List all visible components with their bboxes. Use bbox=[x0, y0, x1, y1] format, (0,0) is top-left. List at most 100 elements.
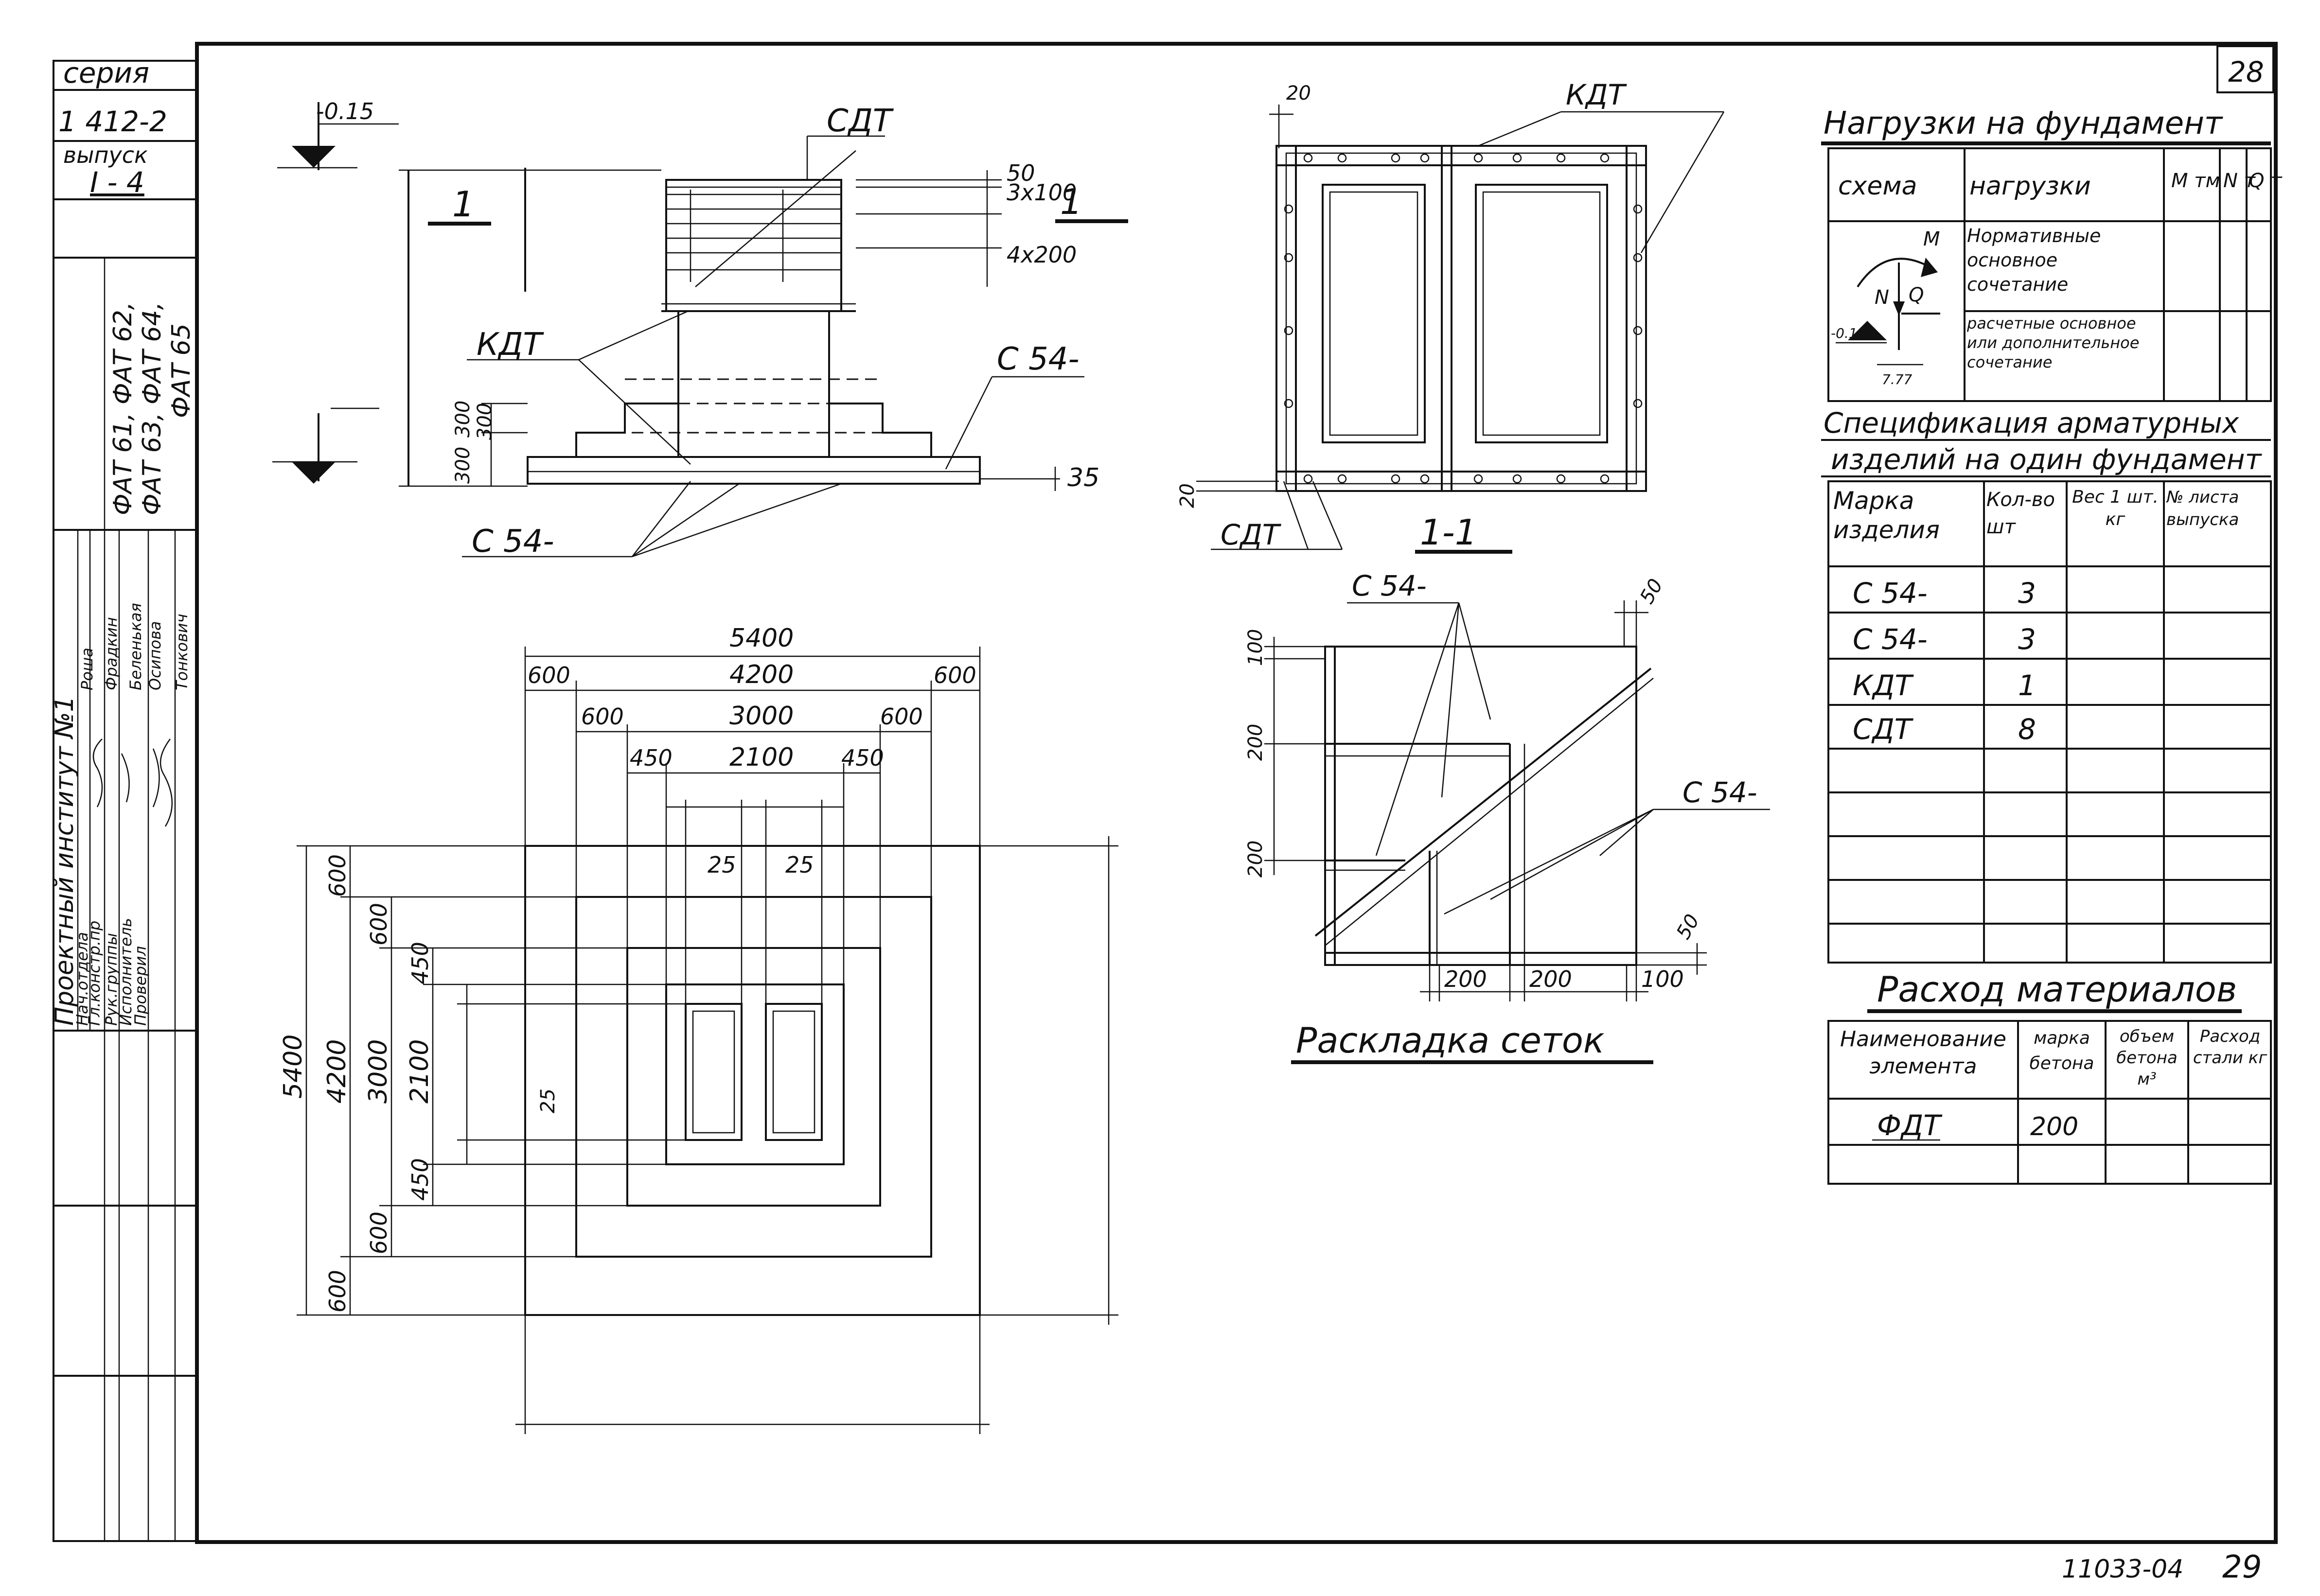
plan-dim-450-b: 450 bbox=[841, 745, 884, 771]
dim-300-b: 300 bbox=[452, 401, 474, 438]
materials-header-steel: Расход стали кг bbox=[2193, 1027, 2267, 1068]
loads-header-scheme: схема bbox=[1838, 172, 1917, 201]
materials-table: Расход материалов Наименование элемента … bbox=[1827, 969, 2272, 1185]
dim-300-a: 300 bbox=[452, 447, 474, 484]
mesh-dim-200-left-a: 200 bbox=[1244, 724, 1267, 761]
spec-header-weight: Вес 1 шт. кг bbox=[2072, 487, 2159, 529]
dim-300-c: 300 bbox=[474, 403, 496, 440]
spec-header-qty: Кол-во шт bbox=[1986, 489, 2055, 538]
plan-dim-left-600-b: 600 bbox=[366, 903, 392, 946]
load-scheme: M N Q -0.15 7.77 bbox=[1831, 228, 1940, 387]
plan-dim-2100: 2100 bbox=[729, 743, 794, 772]
loads-table: Нагрузки на фундамент схема нагрузки M т… bbox=[1821, 105, 2283, 402]
plan-dim-3000: 3000 bbox=[729, 702, 794, 731]
plan-dim-left-600-c: 600 bbox=[366, 1211, 392, 1254]
dim-20-top: 20 bbox=[1286, 82, 1311, 105]
loads-row-design: расчетные основное или дополнительное со… bbox=[1967, 314, 2140, 371]
marks-line-3: ФАТ 65 bbox=[167, 323, 196, 418]
foundation-elevation: -0.15 1 СДТ bbox=[272, 98, 1128, 560]
spec-row-3-mark: КДТ bbox=[1853, 669, 1914, 702]
plan-dim-left-2100: 2100 bbox=[405, 1039, 434, 1104]
role-5: Проверил bbox=[131, 946, 150, 1026]
spec-header-sheet: № листа выпуска bbox=[2166, 488, 2239, 529]
name-1: Роша bbox=[78, 648, 96, 690]
loads-header-n: N т bbox=[2223, 170, 2256, 192]
dim-50: 50 bbox=[1007, 160, 1035, 186]
plan-dim-450-a: 450 bbox=[630, 745, 673, 771]
mesh-dim-100-bottom: 100 bbox=[1641, 966, 1684, 992]
sheet-number-box: 28 bbox=[2216, 45, 2274, 93]
plan-dim-600-b: 600 bbox=[934, 662, 976, 688]
role-1: Нач.отдела bbox=[73, 932, 91, 1026]
spec-header-mark: Марка изделия bbox=[1833, 487, 1940, 544]
marks-line-2: ФАТ 63, ФАТ 64, bbox=[138, 302, 167, 515]
materials-header-volume: объем бетона м³ bbox=[2116, 1027, 2178, 1089]
mesh-dim-200-bottom-b: 200 bbox=[1529, 966, 1572, 992]
spec-row-1-qty: 3 bbox=[2018, 577, 2036, 610]
plan-dim-600-a: 600 bbox=[528, 662, 570, 688]
spec-row-2-mark: С 54- bbox=[1853, 623, 1928, 656]
plan-dim-left-600-d: 600 bbox=[324, 1270, 351, 1313]
plan-dim-4200: 4200 bbox=[729, 660, 794, 689]
plan-dim-25-a: 25 bbox=[708, 852, 736, 878]
materials-header-grade: марка бетона bbox=[2029, 1028, 2094, 1073]
spec-table: Спецификация арматурных изделий на один … bbox=[1821, 406, 2272, 964]
dim-35: 35 bbox=[1067, 463, 1099, 492]
loads-header-q: Q т bbox=[2249, 170, 2283, 192]
page-number: 29 bbox=[2222, 1549, 2262, 1585]
scheme-base: 7.77 bbox=[1882, 371, 1913, 387]
name-4: Осипова bbox=[146, 621, 164, 690]
materials-row-grade: 200 bbox=[2030, 1112, 2078, 1141]
materials-title: Расход материалов bbox=[1877, 969, 2237, 1010]
spec-title-1: Спецификация арматурных bbox=[1824, 406, 2239, 439]
label-kdt-section: КДТ bbox=[1566, 78, 1627, 111]
name-2: Фрадкин bbox=[102, 617, 121, 690]
mesh-dim-50-top: 50 bbox=[1636, 575, 1667, 608]
mesh-dim-50-right: 50 bbox=[1672, 911, 1704, 943]
label-c54-bottom: С 54- bbox=[472, 524, 554, 560]
mesh-dim-200-bottom-a: 200 bbox=[1444, 966, 1487, 992]
plan-dim-left-3000: 3000 bbox=[364, 1039, 393, 1104]
dim-4x200: 4x200 bbox=[1007, 242, 1077, 268]
level-mark: -0.15 bbox=[316, 98, 374, 124]
signatures bbox=[92, 738, 173, 827]
spec-title-2: изделий на один фундамент bbox=[1831, 443, 2263, 476]
institute-name: Проектный институт №1 bbox=[50, 696, 79, 1026]
label-sdt-section: СДТ bbox=[1221, 518, 1282, 551]
mesh-dim-200-left-b: 200 bbox=[1244, 841, 1267, 877]
loads-header-m: M тм bbox=[2171, 170, 2220, 192]
section-mark: 1 bbox=[452, 184, 475, 225]
plan-dim-left-25: 25 bbox=[537, 1088, 559, 1113]
materials-row-name: ФДТ bbox=[1877, 1109, 1943, 1142]
plan-dim-left-600-a: 600 bbox=[324, 854, 351, 897]
label-c54-mesh-top: С 54- bbox=[1352, 569, 1427, 602]
scheme-m: M bbox=[1923, 228, 1940, 250]
series-number: 1 412-2 bbox=[58, 105, 167, 138]
spec-row-2-qty: 3 bbox=[2018, 623, 2036, 656]
plan-dim-25-b: 25 bbox=[785, 852, 814, 878]
mesh-layout-title: Раскладка сеток bbox=[1296, 1020, 1604, 1061]
role-3: Рук.группы bbox=[102, 933, 121, 1026]
loads-row-normative: Нормативные основное сочетание bbox=[1967, 225, 2101, 295]
issue-number: I - 4 bbox=[90, 166, 144, 199]
label-c54-right: С 54- bbox=[997, 341, 1080, 377]
label-kdt: КДТ bbox=[477, 327, 544, 363]
role-2: Гл.констр.пр bbox=[85, 921, 104, 1026]
section-title: 1-1 bbox=[1420, 512, 1477, 553]
footer: 11033-04 29 bbox=[2062, 1549, 2262, 1585]
name-5: Тонкович bbox=[173, 614, 191, 690]
title-stamp: серия 1 412-2 выпуск I - 4 ФАТ 61, ФАТ 6… bbox=[50, 56, 197, 1541]
materials-header-name: Наименование элемента bbox=[1840, 1027, 2006, 1079]
loads-title: Нагрузки на фундамент bbox=[1824, 105, 2223, 141]
scheme-n: N bbox=[1875, 286, 1889, 309]
spec-row-4-mark: СДТ bbox=[1853, 713, 1914, 746]
mesh-layout: С 54- С 54- 100 200 200 50 50 200 2 bbox=[1244, 569, 1770, 1064]
section-1-1: 20 20 КДТ СДТ 1-1 bbox=[1176, 78, 1725, 554]
plan-dim-left-4200: 4200 bbox=[322, 1039, 352, 1104]
dim-20-left: 20 bbox=[1176, 483, 1199, 508]
plan-dim-left-450-b: 450 bbox=[407, 1158, 433, 1201]
role-4: Исполнитель bbox=[117, 918, 135, 1026]
spec-row-1-mark: С 54- bbox=[1853, 577, 1928, 610]
spec-row-4-qty: 8 bbox=[2018, 713, 2036, 746]
